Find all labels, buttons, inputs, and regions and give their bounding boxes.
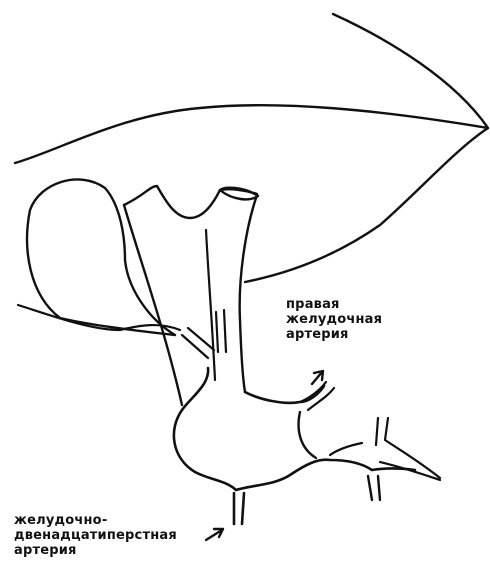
- label-line: артерия: [14, 543, 177, 558]
- right-gastric-artery-label: правая желудочная артерия: [286, 297, 382, 342]
- right-stub: [368, 476, 380, 500]
- cystic-branch: [182, 328, 214, 358]
- artery-body-lower: [299, 412, 316, 458]
- trunk-left-wall: [124, 205, 182, 405]
- top-branch: [216, 310, 226, 352]
- gastroduodenal-artery-label: желудочно- двенадцатиперстная артерия: [14, 513, 177, 558]
- label-line: артерия: [286, 327, 382, 342]
- gallbladder-outline: [27, 179, 175, 335]
- arrow-right-gastric: [312, 371, 323, 384]
- artery-body: [174, 368, 415, 490]
- right-branch: [330, 418, 440, 480]
- label-line: желудочно-: [14, 513, 177, 528]
- label-line: двенадцатиперстная: [14, 528, 177, 543]
- trunk-right-wall: [240, 195, 257, 392]
- arrow-gastroduodenal: [206, 529, 223, 540]
- label-line: желудочная: [286, 312, 382, 327]
- label-line: правая: [286, 297, 382, 312]
- gastroduodenal-branch: [234, 493, 244, 524]
- trunk-left: [124, 186, 257, 218]
- right-gastric-branch: [300, 382, 334, 410]
- liver-outline: [15, 14, 488, 282]
